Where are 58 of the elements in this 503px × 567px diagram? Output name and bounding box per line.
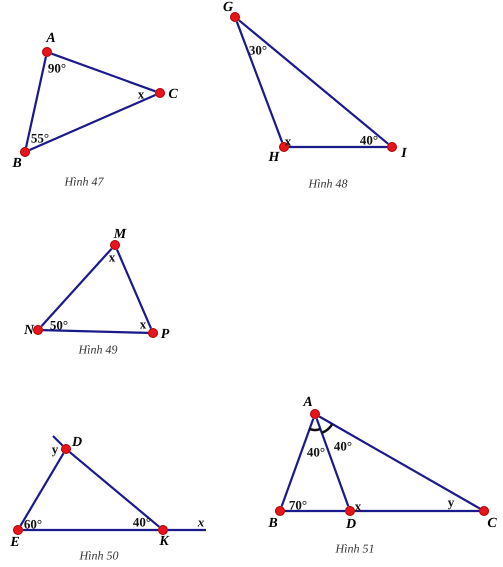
line-segment <box>25 56 47 148</box>
vertex-label: H <box>268 151 280 165</box>
vertex-label: N <box>24 324 34 338</box>
angle-label: 40° <box>132 516 152 528</box>
line-segment <box>116 249 152 329</box>
line-segment <box>168 528 206 532</box>
ray-label: x <box>198 516 204 528</box>
angle-label: x <box>138 88 144 100</box>
vertex-label: A <box>46 32 56 46</box>
line-segment <box>280 418 314 507</box>
figure-caption: Hình 51 <box>336 542 374 556</box>
angle-label: 70° <box>288 498 308 512</box>
vertex-label: M <box>114 228 126 242</box>
angle-label: x <box>354 500 362 512</box>
angle-label: 55° <box>30 132 50 144</box>
vertex-label: C <box>168 88 178 102</box>
figure-caption: Hình 47 <box>64 176 104 188</box>
angle-label: 40° <box>334 440 352 452</box>
line-segment <box>236 21 284 143</box>
vertex-label: D <box>346 518 356 532</box>
line-segment <box>238 19 389 145</box>
vertex-label: I <box>401 147 407 161</box>
angle-label: y <box>52 442 58 456</box>
angle-label: 60° <box>24 518 42 530</box>
vertex-label: A <box>303 396 313 410</box>
line-segment <box>69 451 160 528</box>
line-segment <box>316 418 350 507</box>
line-segment <box>20 452 64 526</box>
vertex-label: C <box>487 517 497 531</box>
line-segment <box>51 52 156 92</box>
line-segment <box>285 510 345 512</box>
vertex-label: G <box>222 1 234 15</box>
vertex-label: D <box>72 436 82 450</box>
angle-label: y <box>448 496 454 508</box>
angle-label: 50° <box>50 318 68 332</box>
ray-line <box>52 435 64 446</box>
figure-caption: Hình 50 <box>80 550 118 562</box>
line-segment <box>42 329 148 334</box>
line-segment <box>318 416 480 510</box>
line-segment <box>23 528 158 532</box>
vertex-label: B <box>268 517 278 531</box>
figure-caption: Hình 48 <box>308 178 348 190</box>
line-segment <box>40 248 112 328</box>
vertex-label: B <box>12 157 22 171</box>
figure-caption: Hình 49 <box>78 344 118 356</box>
angle-label: 90° <box>48 62 66 74</box>
angle-label: x <box>284 134 292 148</box>
line-segment <box>29 94 156 151</box>
line-segment <box>289 146 387 148</box>
angle-label: 40° <box>306 446 326 458</box>
line-segment <box>355 510 479 512</box>
vertex-label: E <box>10 536 20 550</box>
vertex-label: P <box>160 328 170 342</box>
angle-label: x <box>140 318 146 330</box>
angle-label: 30° <box>248 44 268 56</box>
angle-label: x <box>108 250 116 264</box>
angle-label: 40° <box>360 134 378 146</box>
vertex-label: K <box>159 535 169 549</box>
